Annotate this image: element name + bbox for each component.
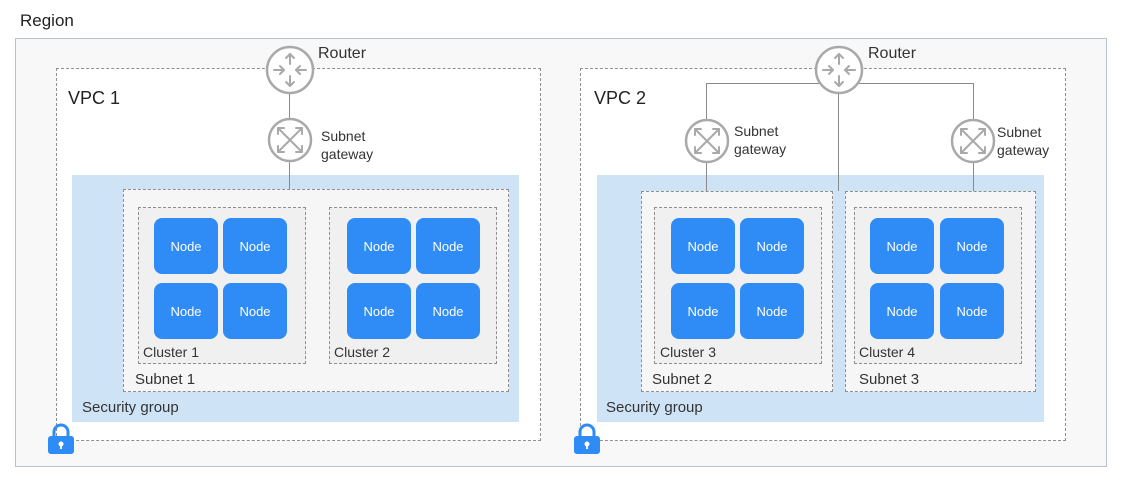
node: Node bbox=[870, 283, 934, 339]
router-icon bbox=[265, 45, 315, 95]
node: Node bbox=[416, 218, 480, 274]
vpc-1-subnet-gateway-label: Subnet gateway bbox=[321, 128, 374, 162]
subnet-gateway-icon bbox=[267, 117, 313, 163]
node: Node bbox=[347, 218, 411, 274]
subnet-gateway-icon bbox=[684, 118, 730, 164]
node: Node bbox=[347, 283, 411, 339]
router-to-gateway-left-line bbox=[706, 83, 707, 119]
vpc-1-security-group-label: Security group bbox=[82, 399, 179, 416]
vpc-2-label: VPC 2 bbox=[594, 88, 647, 108]
subnet-gateway-icon bbox=[950, 118, 996, 164]
node: Node bbox=[671, 218, 735, 274]
subnet-2-label: Subnet 2 bbox=[652, 371, 713, 388]
node: Node bbox=[940, 218, 1004, 274]
node: Node bbox=[671, 283, 735, 339]
vpc-1-router-label: Router bbox=[318, 45, 367, 62]
node: Node bbox=[940, 283, 1004, 339]
node: Node bbox=[223, 283, 287, 339]
vpc-2-subnet-gateway-right-label: Subnet gateway bbox=[997, 124, 1050, 158]
node: Node bbox=[154, 283, 218, 339]
router-to-gateway-right-line bbox=[973, 83, 974, 119]
gateway-to-subnet-2-line bbox=[706, 162, 707, 191]
subnet-3-label: Subnet 3 bbox=[859, 371, 920, 388]
cluster-2-label: Cluster 2 bbox=[334, 344, 391, 360]
router-to-security-group-line bbox=[838, 94, 839, 191]
vpc-2-security-group-label: Security group bbox=[606, 399, 703, 416]
region-label: Region bbox=[20, 11, 74, 30]
router-icon bbox=[814, 45, 864, 95]
node: Node bbox=[740, 283, 804, 339]
vpc-2-router-label: Router bbox=[868, 45, 917, 62]
vpc-1-label: VPC 1 bbox=[68, 88, 121, 108]
cluster-1-label: Cluster 1 bbox=[143, 344, 200, 360]
gateway-to-subnet-line bbox=[289, 161, 290, 189]
cluster-4-label: Cluster 4 bbox=[859, 344, 916, 360]
node: Node bbox=[416, 283, 480, 339]
gateway-to-subnet-3-line bbox=[973, 162, 974, 191]
cluster-3-label: Cluster 3 bbox=[660, 344, 717, 360]
node: Node bbox=[223, 218, 287, 274]
vpc-2-subnet-gateway-left-label: Subnet gateway bbox=[734, 123, 787, 157]
subnet-1-label: Subnet 1 bbox=[135, 371, 196, 388]
node: Node bbox=[740, 218, 804, 274]
lock-icon bbox=[48, 423, 74, 454]
router-to-gateway-line bbox=[289, 94, 290, 118]
node: Node bbox=[154, 218, 218, 274]
lock-icon bbox=[574, 423, 600, 454]
node: Node bbox=[870, 218, 934, 274]
